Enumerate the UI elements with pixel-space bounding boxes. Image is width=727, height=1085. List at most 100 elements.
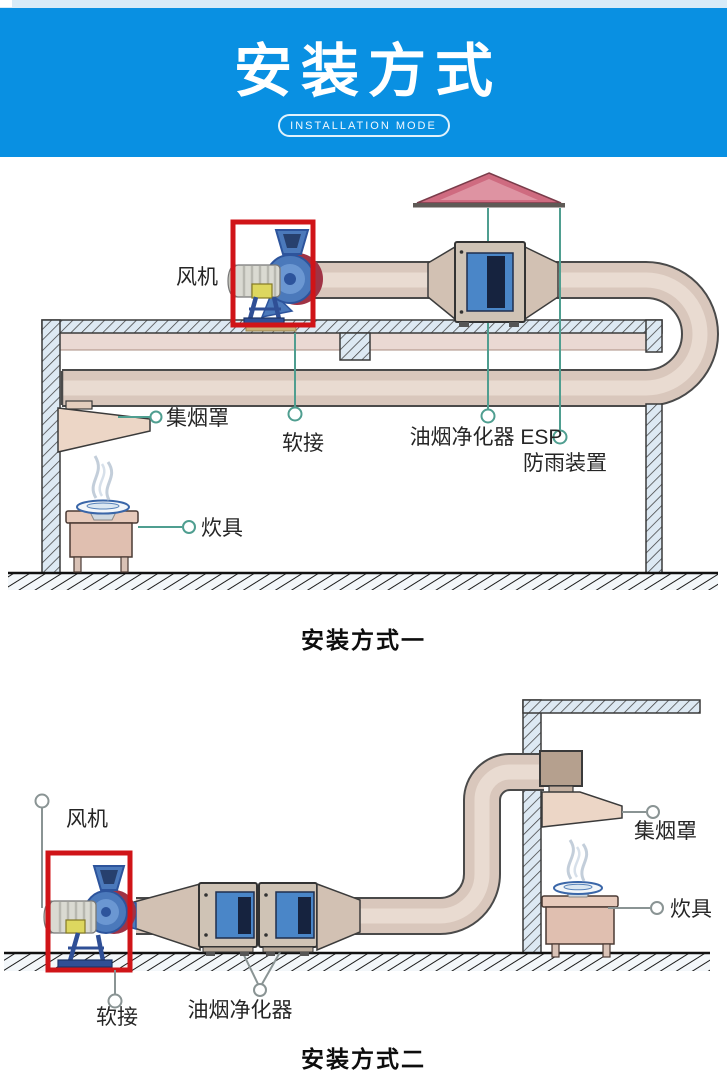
purifier-foot [240, 952, 249, 956]
fan-inlet-opening [283, 234, 301, 248]
fan-unit2 [43, 865, 137, 968]
diagram1-caption: 安装方式一 [301, 627, 426, 653]
label-rain-cover: 防雨装置 [523, 452, 607, 475]
dish-inner [563, 883, 593, 891]
purifier-inlet-cone [427, 245, 456, 321]
building-structure [8, 319, 718, 590]
fan-highlight-box [230, 219, 316, 328]
purifier-unit-2 [258, 882, 361, 956]
motor-label [65, 919, 86, 934]
purifier-foot [509, 322, 519, 327]
leader-purifier-b [261, 946, 284, 985]
steam [573, 846, 581, 878]
screw [459, 310, 464, 314]
marker-cookware [182, 520, 196, 534]
marker-soft-joint [107, 993, 123, 1009]
rain-cap-base [413, 203, 565, 208]
purifier-outlet-cone [316, 882, 361, 952]
stove2 [541, 839, 619, 958]
fan-highlight-box2 [45, 850, 133, 973]
label-fan: 风机 [176, 266, 218, 289]
stove-leg [120, 556, 129, 573]
screw [204, 893, 208, 897]
ground-hatch [8, 574, 718, 590]
marker-hood [149, 410, 163, 424]
stove [65, 455, 139, 573]
purifier-foot [459, 322, 469, 327]
label-fan: 风机 [66, 808, 108, 831]
dish-inner [86, 502, 120, 510]
corner-notch [0, 0, 12, 7]
steam [98, 463, 106, 497]
steam [566, 839, 589, 882]
label-purifier: 油烟净化器 ESP [410, 426, 563, 449]
hood-body [541, 791, 623, 828]
purifier-foot [206, 952, 215, 956]
stove-leg [602, 943, 611, 958]
diagram2-svg: 风机 集烟罩 炊具 软接 油烟净化器 [4, 699, 712, 1029]
purifier-foot [266, 952, 275, 956]
marker-fan [34, 793, 50, 809]
label-soft-joint: 软接 [96, 1006, 138, 1029]
purifier-unit [427, 241, 559, 327]
hood [57, 400, 151, 453]
label-soft-joint: 软接 [282, 432, 324, 455]
hood-body [57, 407, 151, 453]
screw [459, 250, 464, 254]
motor-fins [242, 266, 277, 296]
duct-run [60, 261, 720, 407]
purifier-panel-slot [487, 256, 505, 308]
hood-plenum [539, 750, 583, 787]
screw [264, 893, 268, 897]
roof-edge-block [645, 319, 663, 353]
roof-joist [339, 332, 371, 361]
ceiling [522, 699, 701, 714]
duct-run2 [136, 753, 544, 935]
marker-soft-joint [287, 406, 303, 422]
fan-hub [101, 907, 111, 917]
screw [264, 933, 268, 937]
purifier-unit-1 [133, 882, 258, 956]
stove-leg [73, 556, 82, 573]
rain-cap-icon [413, 172, 565, 208]
duct-highlight [136, 764, 544, 924]
fan-hub [284, 273, 296, 285]
marker-cookware [650, 901, 664, 915]
label-purifier: 油烟净化器 [188, 999, 293, 1022]
roof-hatch [41, 319, 663, 334]
label-hood: 集烟罩 [166, 407, 229, 430]
purifier-panel-slot [298, 897, 311, 934]
motor-label [251, 283, 273, 299]
label-cookware: 炊具 [670, 898, 712, 921]
ground-hatch [4, 954, 710, 971]
diagram1-svg: 风机 集烟罩 软接 油烟净化器 ESP 防雨装置 炊具 [8, 172, 720, 590]
marker-purifier [480, 408, 496, 424]
fan-inlet-opening [100, 870, 118, 884]
label-cookware: 炊具 [201, 517, 243, 540]
steam [91, 455, 114, 501]
purifier-base [262, 946, 314, 953]
fan-base [57, 959, 113, 968]
purifier-panel-slot [238, 897, 251, 934]
purifier-foot [300, 952, 309, 956]
diagram2-caption: 安装方式二 [301, 1046, 426, 1072]
duct-highlight [62, 272, 708, 396]
marker-purifier [253, 983, 267, 997]
marker-rain-cover [552, 429, 568, 445]
stove-body [69, 522, 133, 558]
fan-unit [227, 229, 323, 332]
stove-leg [551, 943, 560, 958]
purifier-base [202, 946, 254, 953]
purifier-outlet-cone [524, 245, 559, 321]
kitchen-wall [522, 699, 542, 954]
stove-top [541, 895, 619, 908]
header-subtitle: INSTALLATION MODE [290, 119, 437, 132]
rain-cap-sheen [440, 179, 538, 200]
stove-body [545, 906, 615, 945]
screw [204, 933, 208, 937]
purifier-inlet-cone [133, 883, 201, 952]
header-subtitle-pill: INSTALLATION MODE [277, 113, 450, 137]
right-wall [645, 403, 663, 574]
motor-fins [58, 902, 93, 932]
